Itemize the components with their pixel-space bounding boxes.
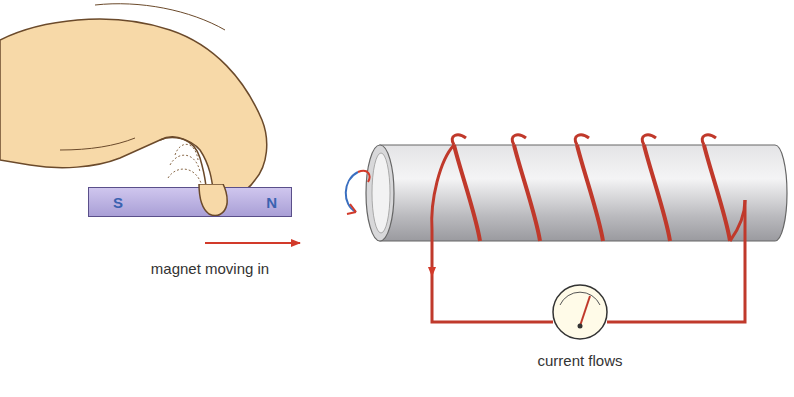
coil-turn <box>514 145 540 241</box>
coil-turn-top <box>452 135 466 145</box>
coil-turn <box>644 145 670 241</box>
hand <box>0 4 267 205</box>
pole-letter: N <box>266 194 277 211</box>
motion-arrow <box>205 242 300 244</box>
thumb <box>195 184 235 216</box>
coil-turn <box>454 145 480 241</box>
coil-turn-top <box>512 135 526 145</box>
current-label: current flows <box>537 352 622 369</box>
induction-arrow <box>346 171 370 214</box>
coil-turn <box>577 145 603 241</box>
bar-magnet: SN <box>88 187 292 217</box>
coil-windings <box>432 135 745 241</box>
tube <box>366 145 787 241</box>
galvanometer <box>553 285 607 339</box>
current-arrow <box>431 262 433 276</box>
coil-turn-top <box>575 135 589 145</box>
motion-label: magnet moving in <box>151 260 269 277</box>
coil-turn-top <box>642 135 656 145</box>
coil-lead <box>730 200 745 241</box>
coil-turn <box>704 145 730 241</box>
thumb-tip <box>199 184 227 216</box>
coil-lead <box>432 145 454 230</box>
coil-turn-top <box>702 135 716 145</box>
pole-letter: S <box>113 194 123 211</box>
